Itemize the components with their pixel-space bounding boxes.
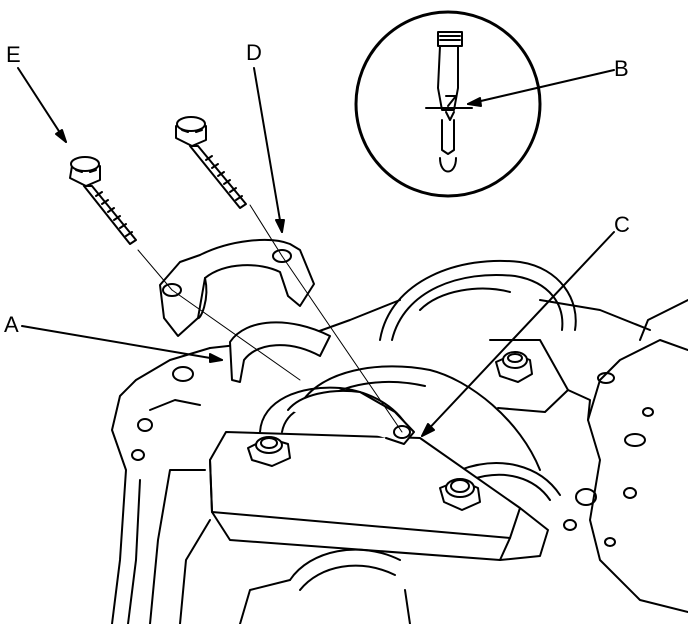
bearing-shell (229, 321, 331, 383)
bolt-hole-icon (137, 418, 153, 432)
label-e: E (6, 42, 21, 67)
cap-nut-rear (495, 351, 533, 383)
rod-cap (159, 239, 315, 337)
label-d: D (246, 40, 262, 65)
rod-lower (287, 389, 415, 445)
leader-d (253, 67, 285, 233)
cap-nut-left (247, 436, 291, 467)
label-c: C (614, 212, 630, 237)
leader-a (21, 325, 223, 363)
oil-hole-icon (172, 366, 194, 382)
alignment-lines (137, 204, 403, 433)
label-a: A (4, 312, 19, 337)
inset-detail (354, 10, 542, 198)
bolt-e (69, 156, 137, 245)
leader-c (421, 231, 615, 437)
cap-nut-right (439, 478, 481, 511)
leader-b (467, 69, 615, 107)
crankshaft-webs (239, 259, 577, 624)
bolt-d (175, 116, 247, 209)
label-b: B (614, 56, 629, 81)
leader-e (17, 67, 67, 143)
